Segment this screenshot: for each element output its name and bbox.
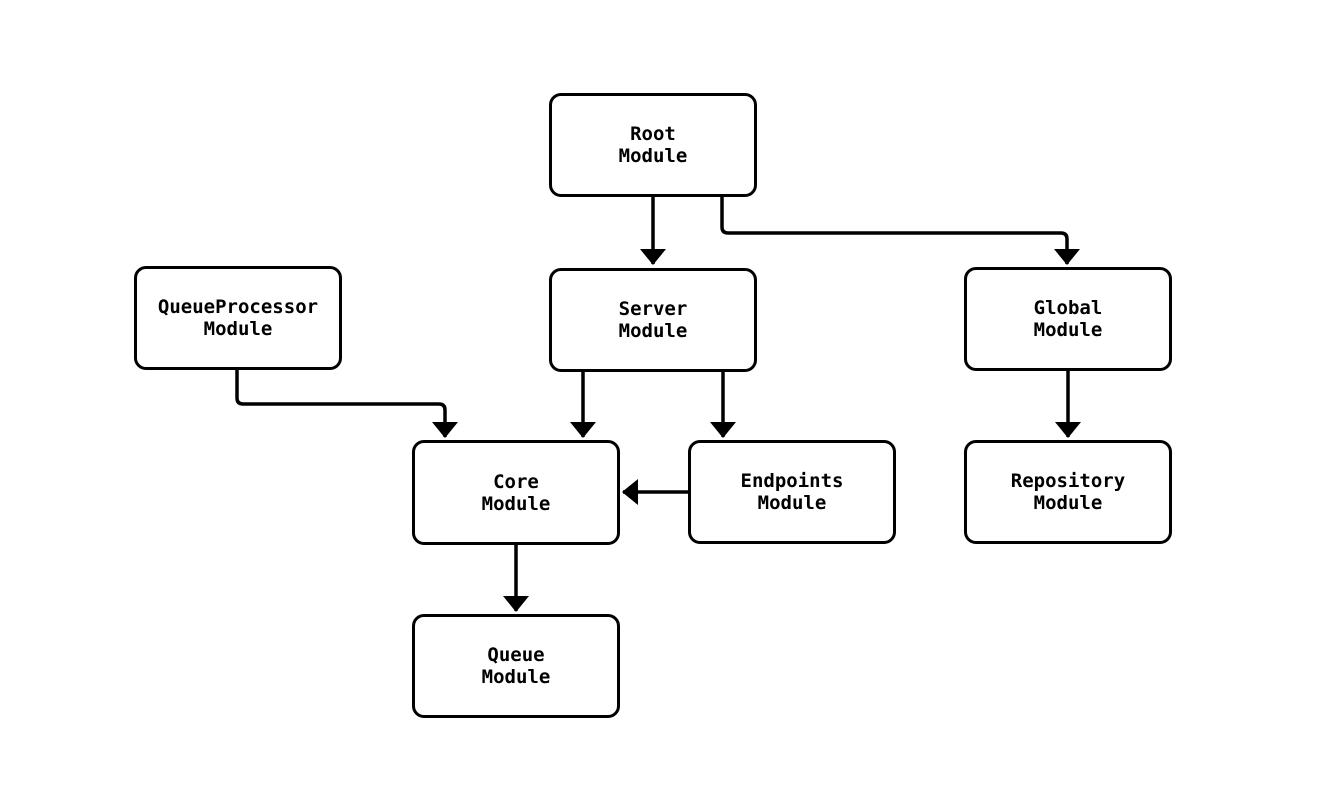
node-global-module: Global Module <box>964 267 1172 371</box>
node-root-module: Root Module <box>549 93 757 197</box>
node-server-module: Server Module <box>549 268 757 372</box>
node-queueprocessor-module: QueueProcessor Module <box>134 266 342 370</box>
node-label-line1: Repository <box>1010 470 1126 492</box>
node-label-line2: Module <box>1033 492 1103 514</box>
edge-root-to-global <box>720 197 1080 265</box>
node-label-line2: Module <box>481 492 551 515</box>
node-repository-module: Repository Module <box>964 440 1172 544</box>
node-label-line1: Endpoints <box>740 470 844 492</box>
node-label-line1: Queue <box>487 644 545 666</box>
node-label-line2: Module <box>757 492 827 514</box>
node-endpoints-module: Endpoints Module <box>688 440 896 544</box>
node-queue-module: Queue Module <box>412 614 620 718</box>
node-label-line2: Module <box>618 320 688 342</box>
node-label-line1: Core <box>493 470 539 493</box>
node-label-line2: Module <box>203 318 273 340</box>
node-label-line1: Global <box>1033 297 1103 319</box>
node-label-line1: Root <box>630 123 676 145</box>
node-label-line1: Server <box>618 298 688 320</box>
node-label-line2: Module <box>1033 319 1103 341</box>
node-core-module: Core Module <box>412 440 620 545</box>
node-label-line2: Module <box>618 145 688 167</box>
edge-queueprocessor-to-core <box>235 369 458 438</box>
node-label-line1: QueueProcessor <box>157 296 319 318</box>
node-label-line2: Module <box>481 666 551 688</box>
